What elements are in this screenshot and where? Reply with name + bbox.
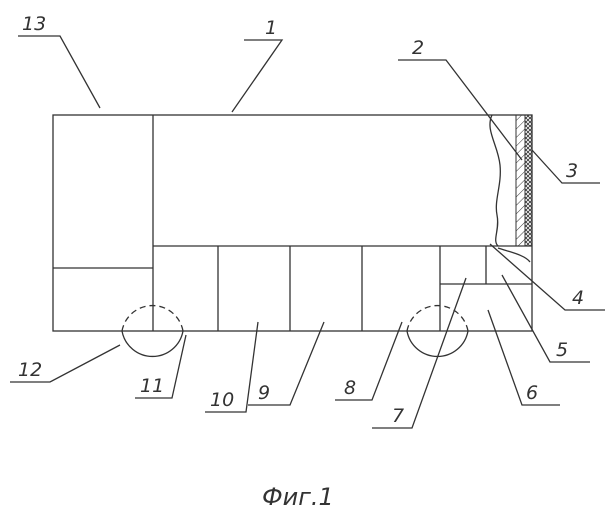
reference-numerals: 13 1 2 3 4 5 6 7 8 9 10 11 12: [18, 13, 584, 427]
label-2: 2: [412, 37, 424, 59]
leader-lines: [10, 35, 605, 429]
figure-caption: Фиг.1: [262, 483, 334, 511]
cutaway-line: [489, 114, 501, 247]
wall-detail: [497, 247, 531, 263]
vehicle-body: [52, 114, 533, 332]
label-10: 10: [210, 389, 234, 411]
label-4: 4: [572, 287, 584, 309]
label-11: 11: [140, 375, 164, 397]
body-outline: [52, 114, 533, 332]
label-5: 5: [556, 339, 568, 361]
wheel-front: [121, 304, 184, 358]
label-8: 8: [344, 377, 356, 399]
wall-layer-3: [524, 114, 533, 247]
label-7: 7: [392, 405, 404, 427]
label-12: 12: [18, 359, 42, 381]
label-9: 9: [258, 382, 270, 404]
wall-layer-2: [515, 114, 526, 247]
label-1: 1: [265, 17, 277, 39]
label-13: 13: [22, 13, 46, 35]
label-6: 6: [526, 382, 538, 404]
label-3: 3: [566, 160, 578, 182]
